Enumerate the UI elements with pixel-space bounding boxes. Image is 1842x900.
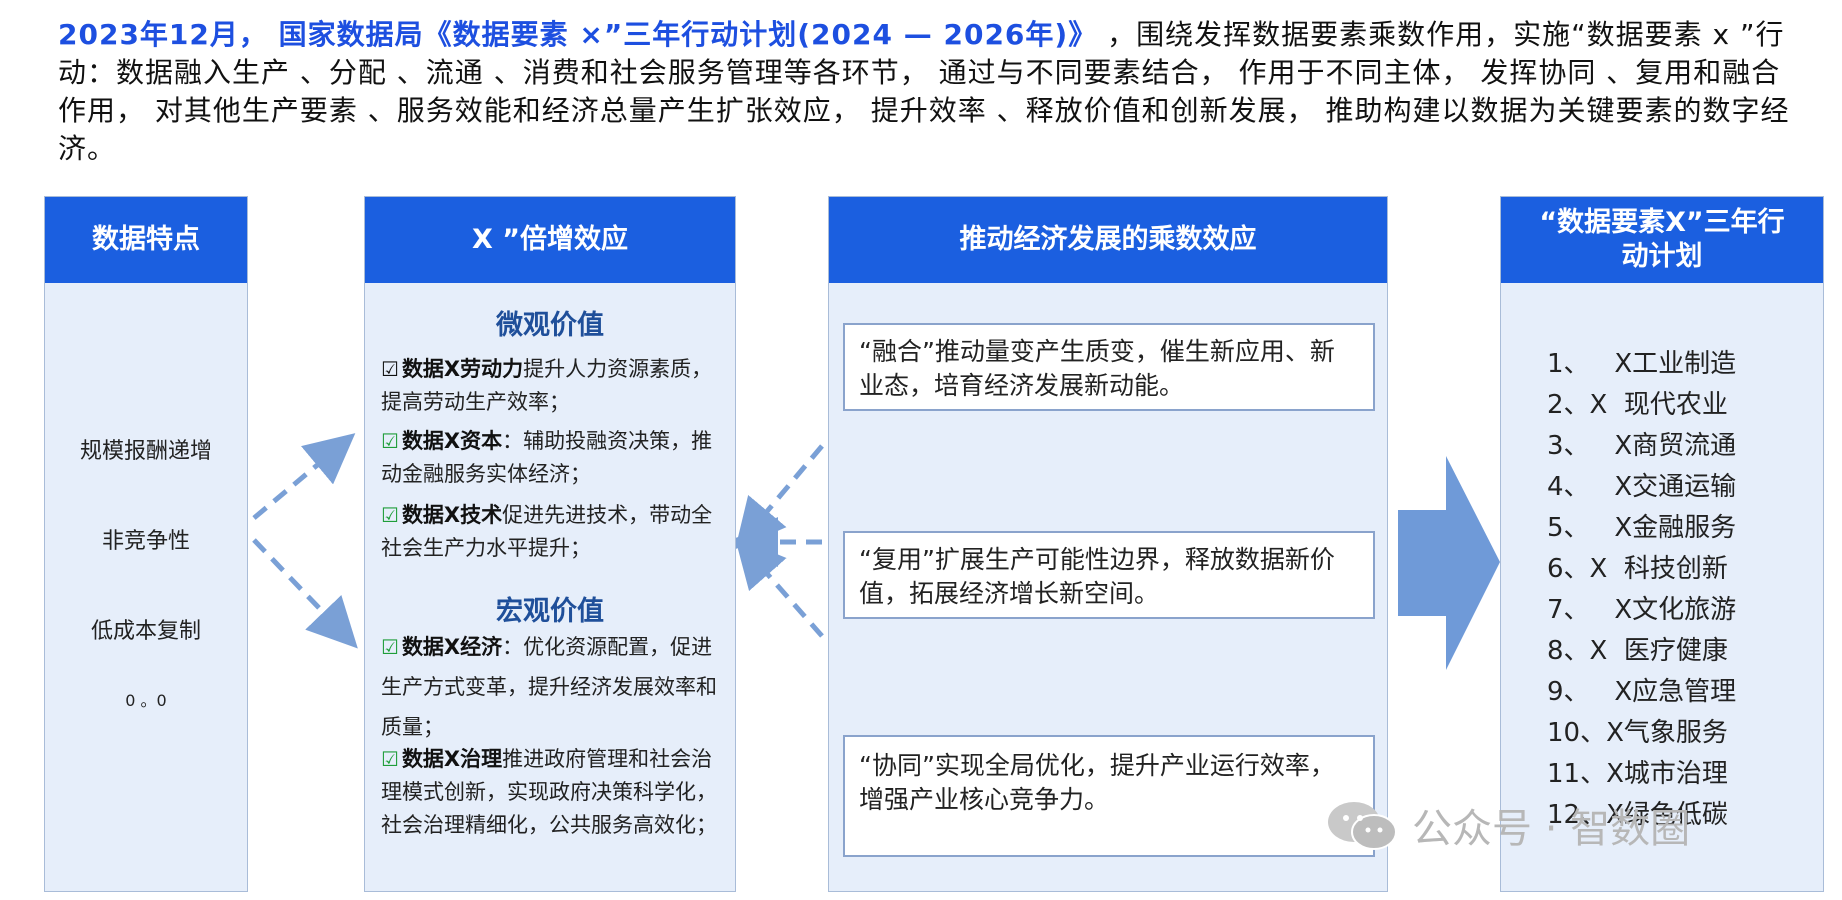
micro-item-labor: ☑数据X劳动力提升人力资源素质，提高劳动生产效率； bbox=[381, 353, 727, 419]
features-panel: 数据特点 规模报酬递增 非竞争性 低成本复制 0 。0 bbox=[44, 196, 248, 892]
feature-item: 0 。0 bbox=[125, 691, 167, 710]
micro-value-title: 微观价值 bbox=[496, 310, 604, 341]
intro-highlight: 2023年12月， 国家数据局《数据要素 ×”三年行动计划(2024 — 202… bbox=[58, 18, 1098, 51]
plan-item: 4、 X交通运输 bbox=[1547, 472, 1737, 502]
macro-value-title: 宏观价值 bbox=[496, 596, 604, 627]
watermark-text: 公众号 · 智数圈 bbox=[1412, 806, 1691, 852]
effect-fusion: “融合”推动量变产生质变，催生新应用、新业态，培育经济发展新动能。 bbox=[843, 323, 1375, 411]
plan-item: 6、X 科技创新 bbox=[1547, 554, 1728, 584]
intro-paragraph: 2023年12月， 国家数据局《数据要素 ×”三年行动计划(2024 — 202… bbox=[58, 16, 1808, 168]
feature-item: 非竞争性 bbox=[101, 529, 190, 554]
plan-panel: “数据要素X”三年行动计划 1、 X工业制造 2、X 现代农业 3、 X商贸流通… bbox=[1500, 196, 1824, 892]
dashed-arrow-down-right bbox=[252, 538, 358, 649]
watermark: 公众号 · 智数圈 bbox=[1326, 796, 1690, 854]
plan-item: 9、 X应急管理 bbox=[1547, 677, 1737, 707]
checkbox-icon: ☑ bbox=[381, 503, 399, 527]
dashed-arrow-up-left bbox=[735, 444, 824, 550]
plan-item: 3、 X商贸流通 bbox=[1547, 431, 1737, 461]
effect-synergy: “协同”实现全局优化，提升产业运行效率，增强产业核心竞争力。 bbox=[843, 735, 1375, 857]
features-title: 数据特点 bbox=[45, 197, 247, 283]
multiplier-title: X ”倍增效应 bbox=[365, 197, 735, 283]
dashed-arrow-up-right bbox=[252, 433, 356, 520]
feature-item: 低成本复制 bbox=[90, 619, 201, 644]
macro-item-economy: ☑数据X经济：优化资源配置，促进生产方式变革，提升经济发展效率和质量； bbox=[381, 627, 727, 747]
plan-item: 2、X 现代农业 bbox=[1547, 390, 1728, 420]
multiplier-panel: X ”倍增效应 微观价值 ☑数据X劳动力提升人力资源素质，提高劳动生产效率； ☑… bbox=[364, 196, 736, 892]
plan-item: 1、 X工业制造 bbox=[1547, 349, 1737, 379]
intro-body: ，围绕发挥数据要素乘数作用，实施“数据要素 x ”行动：数据融入生产 、分配 、… bbox=[58, 18, 1790, 165]
effect-reuse: “复用”扩展生产可能性边界，释放数据新价值，拓展经济增长新空间。 bbox=[843, 531, 1375, 619]
checkbox-icon: ☑ bbox=[381, 747, 399, 771]
economy-title: 推动经济发展的乘数效应 bbox=[829, 197, 1387, 283]
micro-item-technology: ☑数据X技术促进先进技术，带动全社会生产力水平提升； bbox=[381, 499, 727, 565]
plan-title: “数据要素X”三年行动计划 bbox=[1501, 197, 1823, 283]
checkbox-icon: ☑ bbox=[381, 429, 399, 453]
checkbox-icon: ☑ bbox=[381, 357, 399, 381]
plan-item: 12、X绿色低碳 bbox=[1547, 800, 1728, 830]
feature-item: 规模报酬递增 bbox=[79, 439, 212, 464]
plan-item: 8、X 医疗健康 bbox=[1547, 636, 1728, 666]
dashed-arrow-down-left bbox=[734, 536, 824, 638]
big-right-arrow-icon bbox=[1398, 456, 1500, 670]
plan-item: 7、 X文化旅游 bbox=[1547, 595, 1737, 625]
micro-item-capital: ☑数据X资本：辅助投融资决策，推动金融服务实体经济； bbox=[381, 425, 727, 491]
plan-item: 10、X气象服务 bbox=[1547, 718, 1728, 748]
wechat-icon bbox=[1328, 802, 1397, 850]
checkbox-icon: ☑ bbox=[381, 635, 399, 659]
plan-item: 5、 X金融服务 bbox=[1547, 513, 1737, 543]
economy-panel: 推动经济发展的乘数效应 “融合”推动量变产生质变，催生新应用、新业态，培育经济发… bbox=[828, 196, 1388, 892]
macro-item-governance: ☑数据X治理推进政府管理和社会治理模式创新，实现政府决策科学化，社会治理精细化，… bbox=[381, 743, 727, 842]
plan-item: 11、X城市治理 bbox=[1547, 759, 1728, 789]
